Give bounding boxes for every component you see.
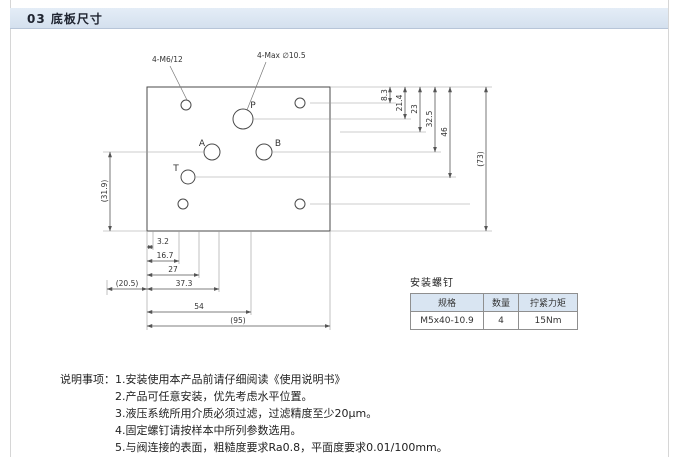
- mount-hole-bottom-right: [294, 198, 306, 210]
- cell-torque: 15Nm: [518, 311, 578, 330]
- dim-v-2: 21.4: [395, 94, 404, 111]
- cell-spec: M5x40-10.9: [410, 311, 484, 330]
- port-hole-t: [180, 169, 196, 185]
- notes-label: 说明事项：: [60, 373, 115, 386]
- dim-h-3: 27: [168, 265, 178, 274]
- col-header-torque: 拧紧力矩: [518, 293, 578, 312]
- mount-hole-top-right: [294, 97, 306, 109]
- dim-v-3: 23: [410, 104, 419, 114]
- page-right-border: [668, 0, 669, 457]
- notes-section: 说明事项： 1.安装使用本产品前请仔细阅读《使用说明书》 2.产品可任意安装，优…: [60, 371, 659, 456]
- section-title: 03 底板尺寸: [27, 11, 103, 26]
- port-label-a: A: [199, 139, 206, 149]
- note-item-2: 2.产品可任意安装，优先考虑水平位置。: [115, 390, 313, 403]
- hole-note-thread: 4-M6/12: [152, 55, 183, 64]
- port-label-p: P: [250, 101, 256, 111]
- screw-table-title: 安装螺钉: [410, 278, 454, 289]
- cell-qty: 4: [483, 311, 519, 330]
- screw-table-header-row: 规格 数量 拧紧力矩: [410, 293, 578, 312]
- dim-v-6: (73): [476, 151, 485, 166]
- col-header-spec: 规格: [410, 293, 484, 312]
- mounting-screw-table-block: 安装螺钉 规格 数量 拧紧力矩 M5x40-10.9 4 15Nm: [410, 274, 578, 330]
- dim-v-5: 46: [440, 127, 449, 137]
- port-hole-p: [232, 108, 254, 130]
- extension-lines: [103, 86, 492, 330]
- mount-hole-bottom-left: [177, 198, 189, 210]
- dim-h-5: 54: [194, 302, 204, 311]
- section-header: 03 底板尺寸: [10, 8, 668, 29]
- dim-left-vertical: (31.9): [100, 180, 109, 203]
- note-item-4: 4.固定螺钉请按样本中所列参数选用。: [115, 424, 302, 437]
- plate-outline: [146, 86, 331, 232]
- port-label-b: B: [275, 139, 281, 149]
- page-left-border: [10, 0, 11, 457]
- dim-left-offset: (20.5): [116, 279, 139, 288]
- screw-table: 规格 数量 拧紧力矩 M5x40-10.9 4 15Nm: [410, 293, 578, 330]
- dim-h-1: 3.2: [157, 237, 169, 246]
- dim-h-6: (95): [230, 316, 245, 325]
- note-item-5: 5.与阀连接的表面，粗糙度要求Ra0.8，平面度要求0.01/100mm。: [115, 441, 448, 454]
- col-header-qty: 数量: [483, 293, 519, 312]
- note-item-3: 3.液压系统所用介质必须过滤，过滤精度至少20μm。: [115, 407, 378, 420]
- dim-v-1: 8.3: [380, 89, 389, 101]
- dim-v-4: 32.5: [425, 110, 434, 127]
- dimension-lines: [106, 86, 488, 328]
- dim-h-2: 16.7: [157, 251, 174, 260]
- notes-items: 1.安装使用本产品前请仔细阅读《使用说明书》 2.产品可任意安装，优先考虑水平位…: [115, 371, 448, 456]
- port-hole-b: [255, 143, 273, 161]
- hole-note-max: 4-Max ∅10.5: [257, 51, 306, 60]
- dim-h-4: 37.3: [176, 279, 193, 288]
- leader-lines: [169, 61, 267, 111]
- port-hole-a: [203, 143, 221, 161]
- note-item-1: 1.安装使用本产品前请仔细阅读《使用说明书》: [115, 373, 346, 386]
- port-label-t: T: [172, 164, 179, 174]
- table-row: M5x40-10.9 4 15Nm: [410, 311, 578, 330]
- mount-hole-top-left: [180, 99, 192, 111]
